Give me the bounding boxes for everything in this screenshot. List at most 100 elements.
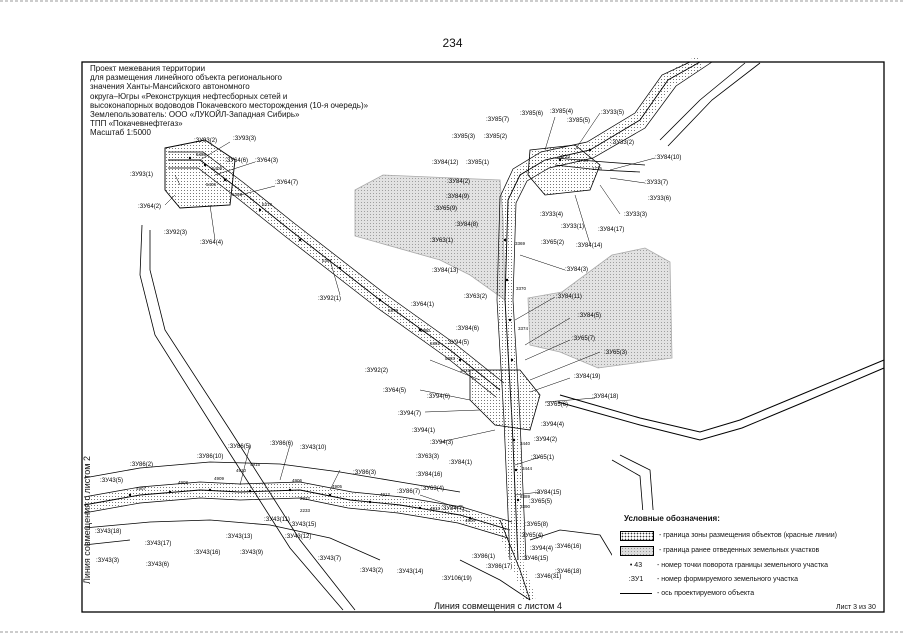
map-label: :ЗУ86(17) [486, 564, 512, 570]
svg-text:4904: 4904 [465, 518, 476, 523]
map-label: :ЗУ43(18) [95, 529, 121, 535]
map-label: :ЗУ64(5) [383, 388, 406, 394]
map-label: :ЗУ65(5) [529, 499, 552, 505]
map-label: :ЗУ85(2) [484, 134, 507, 140]
map-label: :ЗУ84(3) [565, 267, 588, 273]
svg-text:1735: 1735 [592, 166, 603, 171]
svg-text:3425: 3425 [460, 368, 471, 373]
map-label: :ЗУ86(6) [270, 441, 293, 447]
map-label: :ЗУ84(5) [578, 313, 601, 319]
north-junction [527, 144, 601, 196]
map-label: :ЗУ93(3) [233, 136, 256, 142]
title-line: Проект межевания территории [90, 64, 206, 73]
map-label: :ЗУ43(12) [285, 534, 311, 540]
point-symbol: • 43 [629, 562, 643, 569]
map-label: :ЗУ43(3) [96, 558, 119, 564]
map-label: :ЗУ63(4) [421, 486, 444, 492]
map-label: :ЗУ43(9) [240, 550, 263, 556]
map-label: :ЗУ92(1) [318, 296, 341, 302]
map-label: :ЗУ85(1) [466, 160, 489, 166]
legend-item-parcel-number: :ЗУ1 - номер формируемого земельного уча… [620, 574, 798, 585]
map-label: :ЗУ63(1) [430, 238, 453, 244]
legend-item-turning-point: • 43 - номер точки поворота границы земе… [620, 560, 828, 571]
map-label: :ЗУ65(6) [545, 402, 568, 408]
nw-pad [164, 139, 236, 209]
legend-heading: Условные обозначения: [624, 514, 720, 523]
map-label: :ЗУ86(2) [130, 462, 153, 468]
svg-text:5378: 5378 [262, 202, 273, 207]
map-label: :ЗУ84(15) [535, 490, 561, 496]
svg-text:4907: 4907 [136, 486, 147, 491]
svg-text:1734: 1734 [578, 158, 589, 163]
svg-text:5408: 5408 [196, 152, 207, 157]
map-label: :ЗУ43(6) [146, 562, 169, 568]
sw-road-lines [83, 461, 461, 561]
map-label: :ЗУ64(2) [138, 204, 161, 210]
title-line: Масштаб 1:5000 [90, 128, 151, 138]
svg-text:3444: 3444 [522, 466, 533, 471]
svg-text:5409: 5409 [212, 166, 223, 171]
map-label: :ЗУ94(2) [534, 437, 557, 443]
map-label: :ЗУ84(13) [432, 268, 458, 274]
north-east-road [659, 62, 761, 147]
legend-text: - граница ранее отведенных земельных уча… [659, 547, 820, 554]
map-label: :ЗУ64(3) [255, 158, 278, 164]
map-label: :ЗУ33(5) [601, 110, 624, 116]
map-label: :ЗУ43(15) [290, 522, 316, 528]
map-label: :ЗУ65(2) [541, 240, 564, 246]
legend-text: - граница зоны размещения объектов (крас… [659, 532, 838, 539]
map-label: :ЗУ86(3) [353, 470, 376, 476]
svg-text:2232: 2232 [300, 496, 311, 501]
svg-text:5406: 5406 [206, 182, 217, 187]
map-label: :ЗУ85(5) [567, 118, 590, 124]
map-label: :ЗУ94(4) [530, 546, 553, 552]
map-label: :ЗУ94(3) [430, 440, 453, 446]
svg-text:3369: 3369 [515, 241, 526, 246]
central-junction [469, 369, 541, 431]
map-frame [81, 61, 885, 613]
map-label: :ЗУ33(7) [645, 180, 668, 186]
map-label: :ЗУ85(4) [550, 109, 573, 115]
map-label: :ЗУ84(9) [446, 194, 469, 200]
map-label: :ЗУ84(18) [592, 394, 618, 400]
legend-item-allotted: - граница ранее отведенных земельных уча… [620, 545, 819, 556]
svg-text:5383: 5383 [445, 356, 456, 361]
map-label: :ЗУ43(11) [264, 517, 290, 523]
map-label: :ЗУ33(2) [611, 140, 634, 146]
map-label: :ЗУ92(3) [164, 230, 187, 236]
diagonal-road [139, 224, 356, 611]
map-label: :ЗУ86(10) [197, 454, 223, 460]
map-label: :ЗУ43(5) [100, 478, 123, 484]
map-label: :ЗУ43(10) [300, 445, 326, 451]
map-label: :ЗУ33(4) [540, 212, 563, 218]
allotted-parcel-east [527, 247, 673, 369]
map-label: :ЗУ93(1) [130, 172, 153, 178]
map-label: :ЗУ64(4) [200, 240, 223, 246]
map-label: :ЗУ84(10) [655, 155, 681, 161]
map-label: :ЗУ84(16) [416, 472, 442, 478]
map-label: :ЗУ46(15) [522, 556, 548, 562]
svg-text:4909: 4909 [214, 476, 225, 481]
svg-text:3370: 3370 [516, 286, 527, 291]
map-label: :ЗУ65(4) [520, 533, 543, 539]
legend-item-red-lines: - граница зоны размещения объектов (крас… [620, 530, 837, 541]
label-leaders [164, 112, 656, 513]
map-label: :ЗУ106(19) [442, 576, 472, 582]
map-label: :ЗУ94(6) [427, 394, 450, 400]
map-label: :ЗУ84(14) [576, 243, 602, 249]
axis-line-symbol [620, 593, 652, 594]
svg-text:3390: 3390 [520, 504, 531, 509]
map-labels: :ЗУ93(2) :ЗУ93(3) :ЗУ64(6) :ЗУ64(3) :ЗУ9… [95, 109, 681, 582]
map-label: :ЗУ43(13) [226, 534, 252, 540]
map-label: :ЗУ84(8) [455, 222, 478, 228]
svg-text:3389: 3389 [520, 494, 531, 499]
svg-text:4908: 4908 [178, 480, 189, 485]
map-label: :ЗУ33(1) [561, 224, 584, 230]
map-label: :ЗУ84(6) [456, 326, 479, 332]
svg-text:5387: 5387 [322, 258, 333, 263]
map-label: :ЗУ84(17) [598, 227, 624, 233]
map-label: :ЗУ63(3) [416, 454, 439, 460]
grey-zone-swatch [620, 545, 654, 556]
map-label: :ЗУ86(1) [472, 554, 495, 560]
